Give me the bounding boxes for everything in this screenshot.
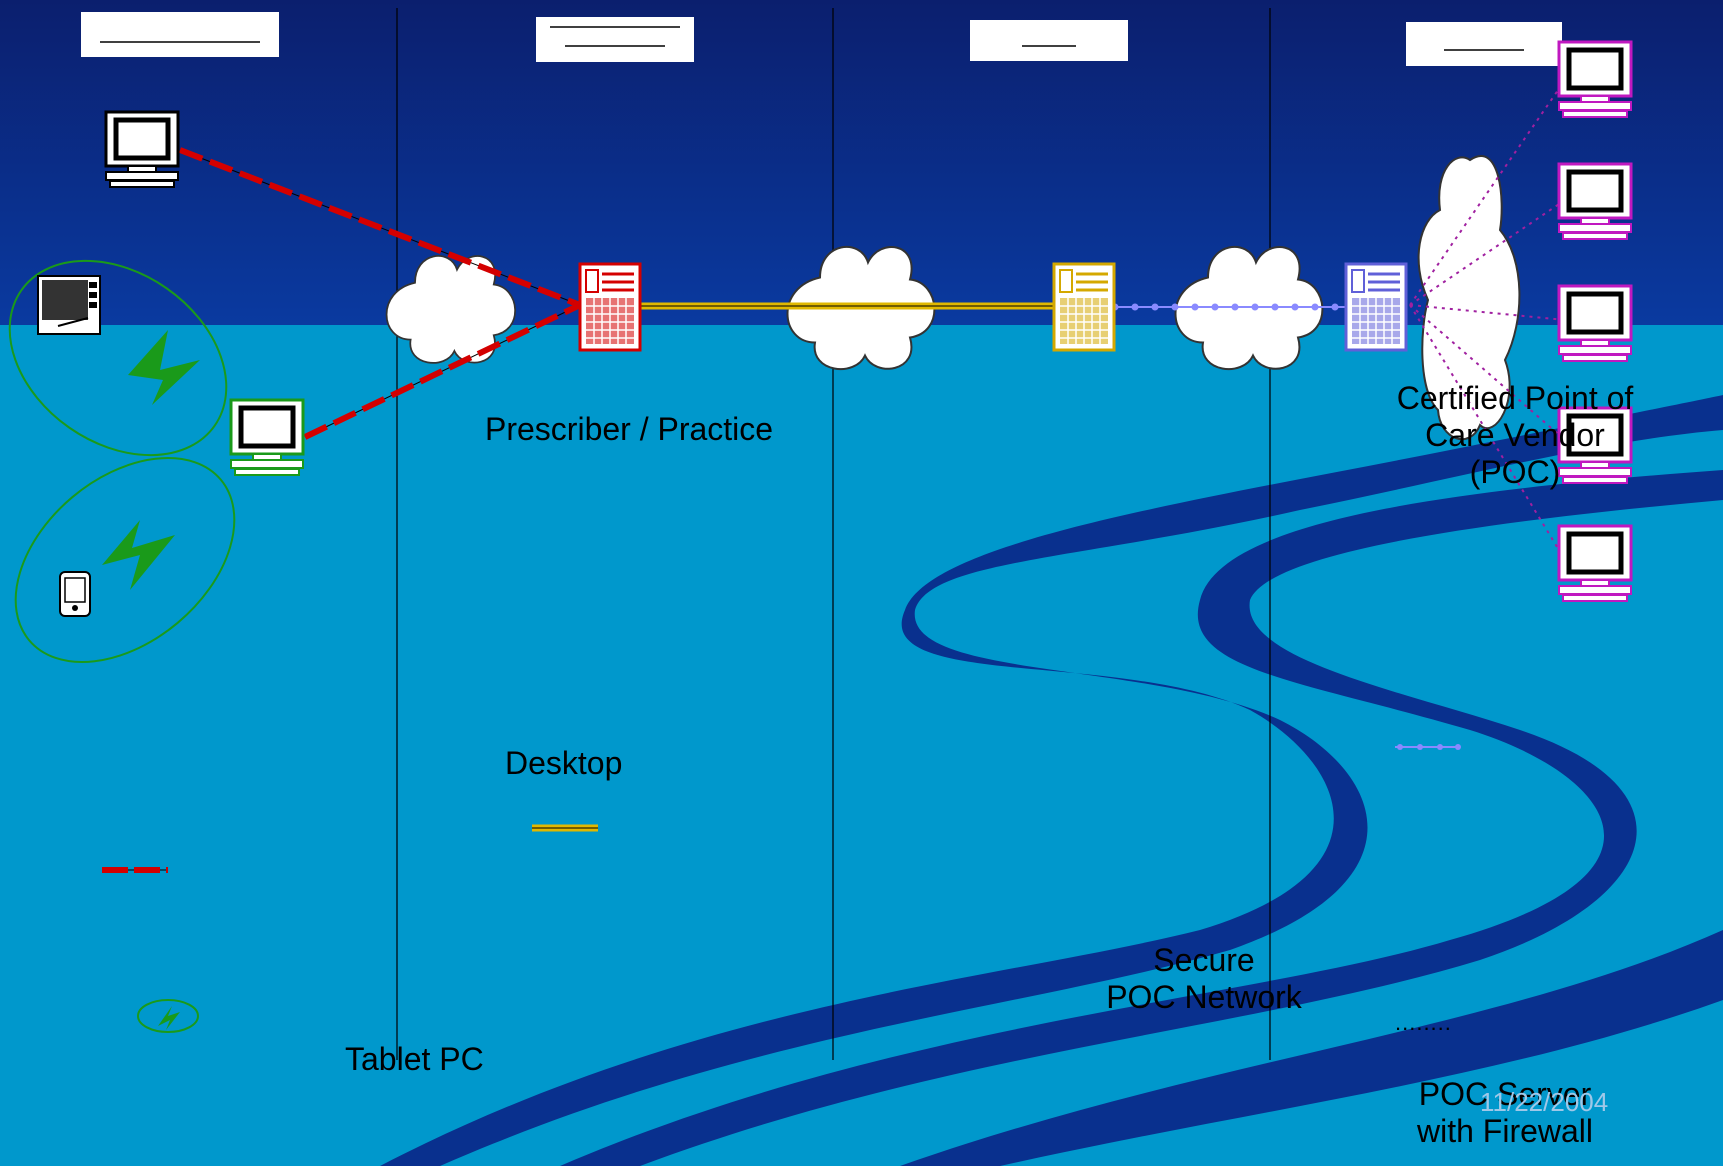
pink-monitor-icon xyxy=(1559,286,1631,361)
red-server-icon xyxy=(578,262,642,352)
desktop-label: Desktop xyxy=(505,745,623,781)
lightning-icon xyxy=(128,330,200,405)
prescriber-practice-label: Prescriber / Practice xyxy=(485,411,774,447)
certified-line-1: Certified Point of xyxy=(1396,380,1634,416)
wireless-zone xyxy=(8,259,236,663)
yellow-server-icon xyxy=(1052,262,1116,352)
certified-poc-vendor-label: Certified Point of Care Vendor (POC) xyxy=(1380,380,1650,490)
secure-poc-network-label: Secure POC Network xyxy=(1080,942,1328,1016)
vendor-links xyxy=(1409,79,1566,561)
slide-date: 11/22/2004 xyxy=(1480,1087,1609,1117)
legend-dotted-line xyxy=(1395,744,1461,750)
firewall-line: with Firewall xyxy=(1416,1112,1594,1149)
blue-server-icon xyxy=(1344,262,1408,352)
poc-server-line: POC Server xyxy=(1418,1076,1592,1112)
dotted-link xyxy=(1110,303,1345,311)
cloud-icon xyxy=(1417,155,1521,441)
tablet-pc-label: Tablet PC xyxy=(345,1041,484,1077)
poc-server-firewall-label: POC Server with Firewall xyxy=(1400,1076,1610,1150)
poc-network-line: POC Network xyxy=(1106,978,1302,1015)
pda-icon xyxy=(59,571,91,617)
tablet-pc-icon xyxy=(37,275,101,335)
dotted-legend-label: ........ xyxy=(1395,1010,1452,1035)
legend-wireless-icon xyxy=(137,999,199,1033)
dashed-links xyxy=(178,147,582,440)
river-bands xyxy=(380,395,1723,1166)
desktop-computer-icon xyxy=(231,400,303,475)
secure-line: Secure xyxy=(1153,942,1255,978)
column-dividers xyxy=(396,8,1271,1060)
pink-monitor-icon xyxy=(1559,42,1631,117)
lightning-icon xyxy=(102,520,175,590)
certified-line-3: (POC) xyxy=(1469,453,1561,490)
column-header-boxes xyxy=(81,12,1562,66)
desktop-computer-icon xyxy=(106,112,178,187)
pink-monitor-icon xyxy=(1559,526,1631,601)
pink-monitor-icon xyxy=(1559,164,1631,239)
certified-line-2: Care Vendor xyxy=(1425,416,1605,453)
